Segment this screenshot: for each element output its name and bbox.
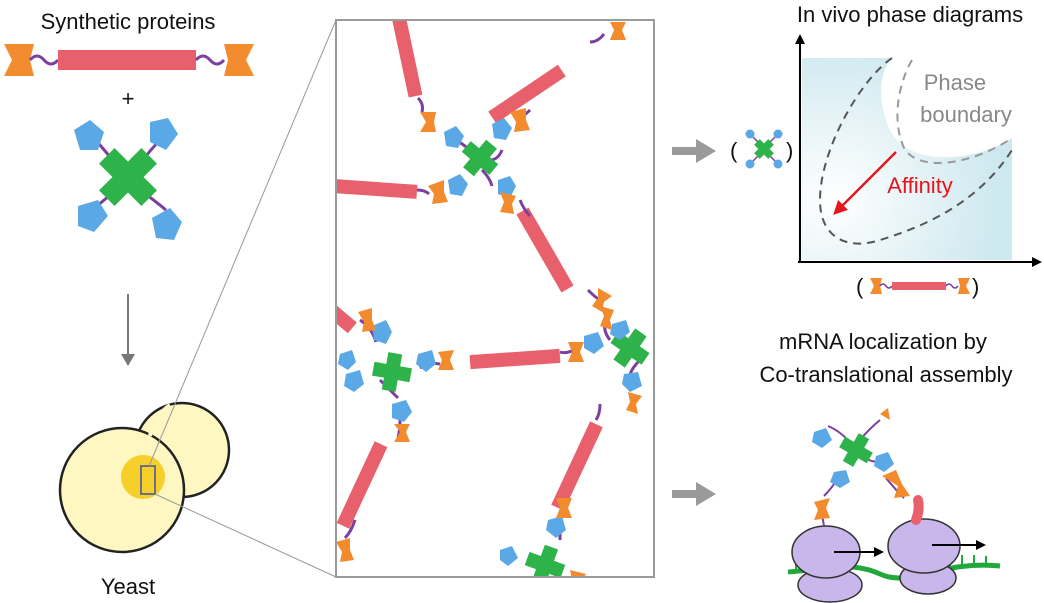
ribosome-left <box>791 525 863 603</box>
yeast-cell <box>58 401 231 554</box>
affinity-arrow <box>833 151 897 215</box>
y-axis-cross-icon <box>745 129 783 169</box>
arrow-to-mrna-icon <box>672 482 716 506</box>
y-axis-paren-open: ( <box>730 138 738 163</box>
cotranslational-assembly-diagram <box>787 408 1001 603</box>
cross-protein-icon <box>74 118 182 240</box>
mrna-title: mRNA localization by Co-translational as… <box>759 329 1012 387</box>
x-axis-paren-close: ) <box>972 274 979 299</box>
rod-protein-icon <box>4 44 254 76</box>
phase-diagram-title: In vivo phase diagrams <box>797 2 1023 27</box>
plus-sign: + <box>122 86 135 111</box>
phase-boundary-label: Phase boundary <box>920 70 1012 127</box>
x-axis-rod-icon <box>870 278 970 294</box>
phase-diagram <box>795 34 1042 267</box>
synthetic-proteins-label: Synthetic proteins <box>41 9 216 34</box>
arrow-to-phase-diagram-icon <box>672 139 716 163</box>
nucleus <box>121 455 165 499</box>
y-axis-paren-close: ) <box>786 138 793 163</box>
affinity-label: Affinity <box>887 173 953 198</box>
yeast-label: Yeast <box>101 574 155 599</box>
x-axis-paren-open: ( <box>856 274 864 299</box>
ribosome-right <box>887 518 961 595</box>
zoom-frame <box>335 19 655 578</box>
zoom-region <box>140 465 156 495</box>
condensate-network <box>336 20 654 577</box>
